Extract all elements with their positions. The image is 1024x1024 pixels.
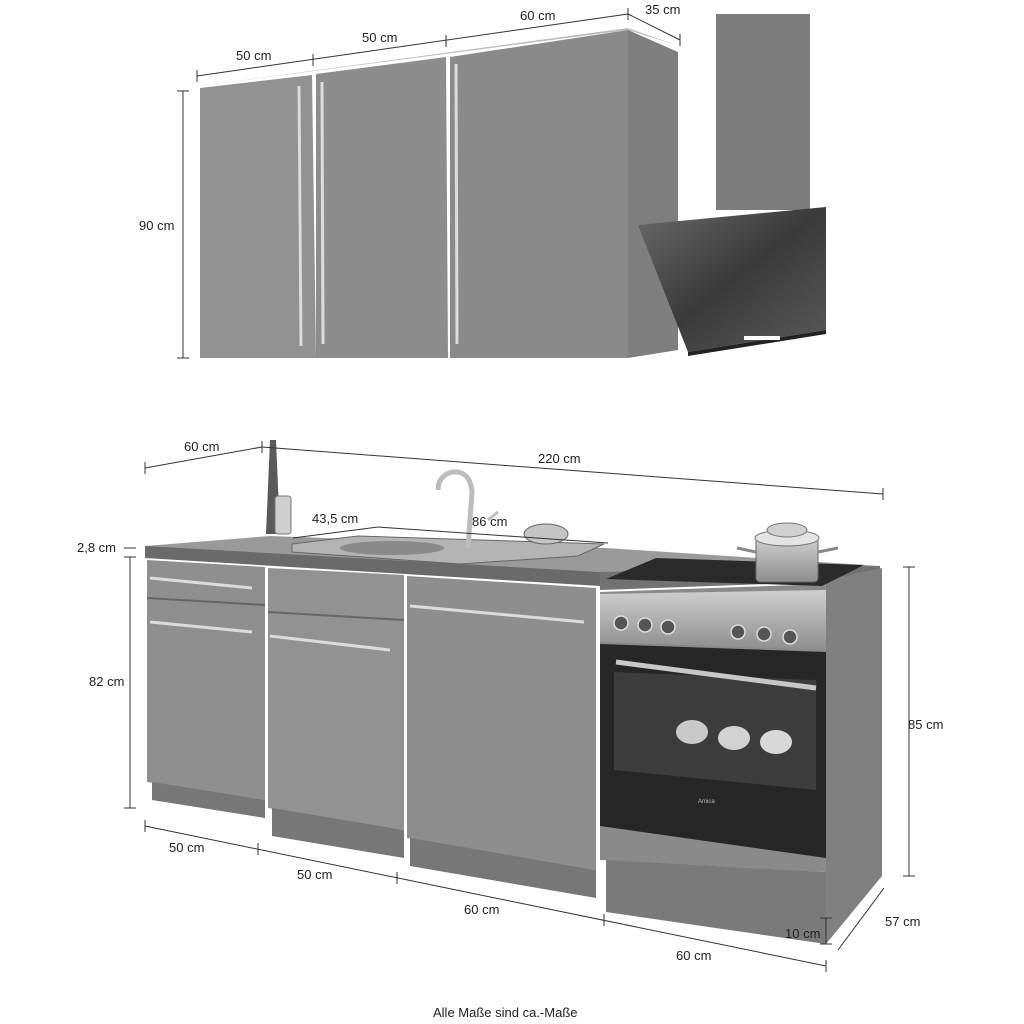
upper-handle-2 <box>320 81 325 345</box>
cabinet-3-plinth <box>410 838 596 898</box>
upper-dim-w1: 50 cm <box>236 48 271 63</box>
caption: Alle Maße sind ca.-Maße <box>433 1005 578 1020</box>
oven-bread-2 <box>718 726 750 750</box>
cabinet-2-front <box>268 568 404 830</box>
knob-2 <box>637 617 653 633</box>
extractor-hood <box>638 14 826 356</box>
upper-dim-w2: 50 cm <box>362 30 397 45</box>
bottle-small <box>274 495 292 535</box>
oven-bread-1 <box>676 720 708 744</box>
fruit-bowl <box>523 523 569 545</box>
upper-handle-1 <box>297 85 303 347</box>
upper-side-panel <box>628 30 678 358</box>
knob-6 <box>782 629 798 645</box>
lower-dim-plinth: 10 cm <box>785 926 820 941</box>
upper-dim-height: 90 cm <box>139 218 174 233</box>
upper-dimensions <box>177 8 681 359</box>
faucet-lever <box>487 510 499 522</box>
cabinet-3-handle <box>409 604 585 624</box>
upper-dim-w3: 60 cm <box>520 8 555 23</box>
cabinet-1-drawer-line <box>146 597 266 606</box>
lower-dim-sink-width: 86 cm <box>472 514 507 529</box>
hood-panel <box>688 330 826 356</box>
lower-dim-worktop: 2,8 cm <box>77 540 116 555</box>
knob-5 <box>756 626 772 642</box>
hood-glass <box>638 207 826 352</box>
lower-dim-w1: 50 cm <box>169 840 204 855</box>
cabinet-1-front <box>147 560 265 800</box>
lower-dim-side-depth: 60 cm <box>184 439 219 454</box>
cabinet-2-drawer-line <box>267 611 405 621</box>
upper-handle-3 <box>454 63 459 345</box>
lower-dim-sink-offset: 43,5 cm <box>312 511 358 526</box>
lower-dim-carcass-height: 82 cm <box>89 674 124 689</box>
oven-brand: Amica <box>698 799 715 805</box>
cabinet-2-plinth <box>272 808 404 858</box>
lower-dim-w4: 60 cm <box>676 948 711 963</box>
cabinet-1-plinth <box>152 782 265 818</box>
cabinet-3-front <box>407 576 596 870</box>
oven-plinth <box>606 860 826 944</box>
oven-bread-3 <box>760 730 792 754</box>
cabinet-1-handle-top <box>149 576 253 590</box>
faucet <box>435 469 475 549</box>
lower-dimensions <box>124 441 915 972</box>
upper-door-2 <box>316 57 448 358</box>
lower-dim-total-height: 85 cm <box>908 717 943 732</box>
hood-chimney <box>716 14 810 210</box>
lower-dim-depth: 57 cm <box>885 914 920 929</box>
lower-side-panel <box>826 568 882 944</box>
sink-bowl <box>340 541 444 555</box>
upper-door-1 <box>200 75 316 358</box>
upper-door-3 <box>450 30 628 358</box>
hood-buttons <box>744 336 780 340</box>
knob-3 <box>660 619 676 635</box>
oven-handle <box>615 659 817 691</box>
upper-cabinets <box>200 28 678 358</box>
lower-kitchen: Amica <box>145 440 882 944</box>
upper-dim-depth: 35 cm <box>645 2 680 17</box>
worktop-edge <box>145 546 600 586</box>
knob-4 <box>730 624 746 640</box>
knob-1 <box>613 615 629 631</box>
cooking-pot <box>736 522 839 583</box>
lower-dim-total-width: 220 cm <box>538 451 581 466</box>
lower-dim-w2: 50 cm <box>297 867 332 882</box>
lower-dim-w3: 60 cm <box>464 902 499 917</box>
cabinet-1-handle-door <box>149 620 253 634</box>
oven-window <box>614 672 816 790</box>
cabinet-2-handle-door <box>269 634 391 652</box>
